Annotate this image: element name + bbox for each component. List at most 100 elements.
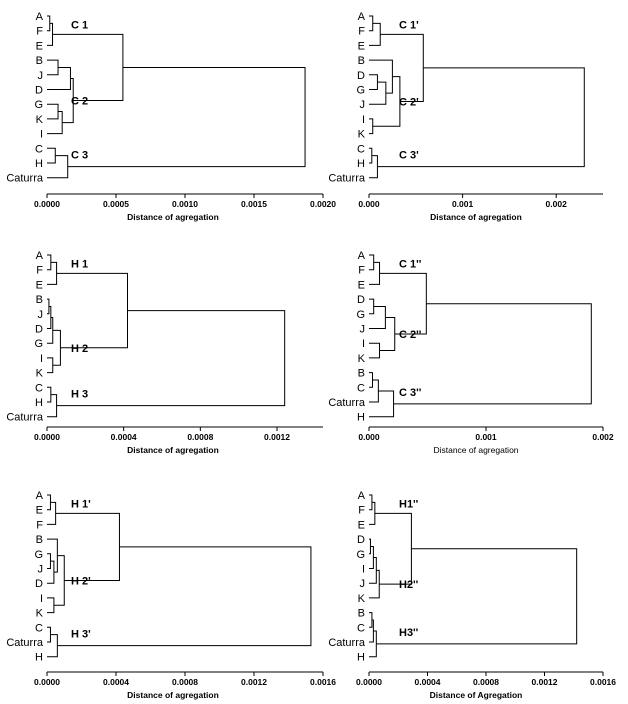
x-tick-label: 0.0012 (532, 677, 558, 687)
leaf-label: F (36, 26, 43, 38)
leaf-label: C (35, 622, 43, 634)
leaf-label: Caturra (6, 637, 44, 649)
x-tick-label: 0.0016 (590, 677, 616, 687)
leaf-label: A (358, 490, 366, 502)
dendrogram-link (47, 254, 52, 271)
leaf-label: H (357, 412, 365, 424)
leaf-label: F (36, 519, 43, 531)
x-tick-label: 0.0000 (356, 677, 382, 687)
dendrogram-link (47, 103, 59, 120)
cluster-label: C 3'' (399, 387, 422, 399)
leaf-label: E (36, 505, 43, 517)
leaf-label: E (358, 519, 365, 531)
leaf-label: G (34, 549, 43, 561)
dendrogram-link (47, 386, 52, 403)
x-axis-title: Distance of agregation (430, 212, 522, 222)
dendrogram-link (47, 538, 58, 573)
dendrogram-link (369, 612, 373, 628)
dendrogram-link (369, 372, 374, 388)
dendrogram-link (369, 342, 381, 359)
dendrogram-link (47, 626, 51, 643)
leaf-label: I (362, 114, 365, 126)
leaf-label: A (358, 250, 366, 262)
cluster-label: C 1'' (399, 258, 422, 270)
dendrogram-link (47, 501, 57, 525)
leaf-label: D (357, 534, 365, 546)
x-tick-label: 0.0016 (310, 677, 336, 687)
leaf-label: I (362, 564, 365, 576)
x-tick-label: 0.0012 (241, 677, 267, 687)
leaf-label: G (356, 549, 365, 561)
leaf-label: J (360, 578, 366, 590)
x-tick-label: 0.000 (358, 199, 380, 209)
x-tick-label: 0.0012 (264, 432, 290, 442)
cluster-label: H1'' (399, 498, 419, 510)
leaf-label: E (358, 279, 365, 291)
leaf-label: I (40, 129, 43, 141)
dendrogram-link (369, 545, 374, 569)
x-tick-label: 0.0008 (172, 677, 198, 687)
dendrogram-link (369, 494, 373, 511)
dendrogram-link (369, 254, 375, 271)
leaf-label: Caturra (328, 397, 366, 409)
dendrogram-link (369, 59, 393, 94)
leaf-label: H (35, 652, 43, 664)
x-tick-label: 0.0008 (187, 432, 213, 442)
dendrogram-link (380, 33, 424, 102)
dendrogram-link (369, 538, 371, 555)
leaf-label: Caturra (328, 637, 366, 649)
x-tick-label: 0.000 (358, 432, 380, 442)
dendrogram-link (374, 512, 412, 585)
cluster-label: H 1 (71, 258, 88, 270)
leaf-label: C (35, 382, 43, 394)
leaf-label: K (358, 129, 366, 141)
dendrogram-link (369, 74, 378, 90)
dendrogram-link (369, 147, 373, 164)
cluster-label: C 3 (71, 150, 88, 162)
dendrogram-link (47, 111, 63, 135)
dendrogram-link (369, 15, 374, 32)
leaf-label: J (38, 564, 44, 576)
cluster-label: H 2 (71, 343, 88, 355)
leaf-label: H (357, 158, 365, 170)
x-tick-label: 0.0000 (34, 677, 60, 687)
dendrogram-link (47, 494, 51, 511)
dendrogram-link (56, 272, 128, 349)
leaf-label: F (36, 265, 43, 277)
leaf-label: C (35, 143, 43, 155)
leaf-label: G (34, 338, 43, 350)
leaf-label: G (356, 85, 365, 97)
dendrogram-link (56, 310, 286, 407)
leaf-label: G (34, 99, 43, 111)
x-axis-title: Distance of agregation (127, 445, 219, 455)
dendrogram-link (47, 357, 54, 374)
dendrogram-link (47, 316, 54, 344)
dendrogram-link (369, 22, 381, 46)
dendrogram-link (379, 316, 396, 352)
x-axis-title: Distance of agregation (127, 212, 219, 222)
leaf-label: A (36, 490, 44, 502)
dendrogram-link (47, 394, 58, 418)
x-tick-label: 0.0005 (103, 199, 129, 209)
cluster-label: C 1' (399, 19, 419, 31)
leaf-label: K (36, 608, 44, 620)
dendrogram-link (47, 634, 58, 658)
cluster-label: H 1' (71, 498, 91, 510)
leaf-label: B (358, 55, 365, 67)
leaf-label: C (357, 143, 365, 155)
leaf-label: B (36, 534, 43, 546)
leaf-label: E (36, 40, 43, 52)
x-tick-label: 0.002 (546, 199, 568, 209)
dendrogram-link (47, 155, 69, 179)
leaf-label: A (36, 250, 44, 262)
x-axis-title: Distance of agregation (433, 445, 518, 455)
x-tick-label: 0.001 (452, 199, 474, 209)
dendrogram-link (47, 305, 52, 329)
leaf-label: G (356, 309, 365, 321)
leaf-label: B (358, 368, 365, 380)
leaf-label: A (358, 11, 366, 23)
leaf-label: F (358, 26, 365, 38)
dendrogram-link (47, 597, 55, 614)
x-tick-label: 0.0010 (172, 199, 198, 209)
